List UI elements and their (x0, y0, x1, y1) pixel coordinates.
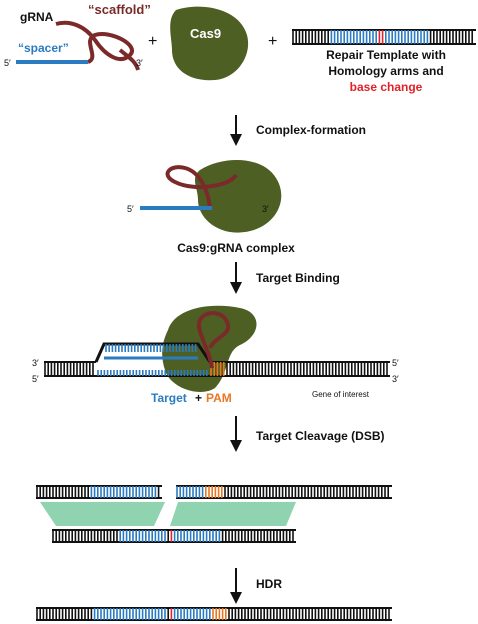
complex-scaffold (165, 165, 238, 209)
target-dna (44, 342, 390, 377)
target-dna-right (210, 361, 390, 377)
target-dna-left (44, 361, 96, 377)
target-bottom-left-end: 5′ (32, 374, 39, 384)
complex-cas9-blob (194, 159, 282, 233)
spacer-label: “spacer” (18, 41, 69, 55)
scaffold-tail (118, 48, 140, 71)
grna-label: gRNA (20, 10, 54, 24)
target-plus-sign: + (195, 391, 202, 405)
complex-three-prime: 3′ (262, 204, 269, 214)
step-hdr: HDR (256, 577, 282, 591)
repair-template-dna (292, 29, 476, 45)
binding-cas9-blob (162, 305, 257, 392)
target-strand (96, 370, 210, 377)
repair-template-line2: Homology arms and (328, 64, 443, 78)
aligned-template-ladder (52, 529, 296, 543)
plus-sign: + (148, 33, 157, 50)
cleaved-dna-right (176, 485, 392, 499)
repaired-dna-ladder (36, 607, 392, 621)
homology-left (40, 502, 165, 526)
cleaved-dna (36, 485, 392, 499)
cas9-grna-complex: 5′ 3′ (127, 159, 282, 233)
target-top-right-end: 5′ (392, 358, 399, 368)
binding-scaffold (197, 311, 231, 369)
gene-of-interest-label: Gene of interest (312, 390, 370, 399)
target-bottom-right-end: 3′ (392, 374, 399, 384)
grna-three-prime: 3′ (136, 58, 143, 68)
repair-template-line3: base change (350, 80, 423, 94)
target-label: Target (151, 391, 187, 405)
plus-sign-2: + (268, 33, 277, 50)
scaffold-label: “scaffold” (88, 2, 151, 17)
repaired-dna (36, 607, 392, 621)
scaffold-strand (55, 20, 134, 64)
grna-molecule: gRNA “scaffold” “spacer” 5′ 3′ (4, 2, 151, 71)
step-target-binding: Target Binding (256, 271, 340, 285)
repair-template-ladder (292, 29, 476, 45)
cas9-protein: Cas9 (170, 6, 249, 81)
cleavage-scene (36, 485, 392, 543)
grna-five-prime: 5′ (4, 58, 11, 68)
cas9-label: Cas9 (190, 26, 221, 41)
step-target-cleavage: Target Cleavage (DSB) (256, 429, 384, 443)
target-binding-scene: 3′ 5′ 5′ 3′ Gene of interest Target + PA… (32, 305, 399, 405)
repair-template-dna-aligned (52, 529, 296, 543)
repair-template-line1: Repair Template with (326, 48, 446, 62)
complex-five-prime: 5′ (127, 204, 134, 214)
homology-right (170, 502, 296, 526)
complex-label: Cas9:gRNA complex (177, 241, 295, 255)
target-top-left-end: 3′ (32, 358, 39, 368)
step-complex-formation: Complex-formation (256, 123, 366, 137)
pam-label: PAM (206, 391, 232, 405)
cas9-blob (170, 6, 249, 81)
cleaved-dna-left (36, 485, 162, 499)
